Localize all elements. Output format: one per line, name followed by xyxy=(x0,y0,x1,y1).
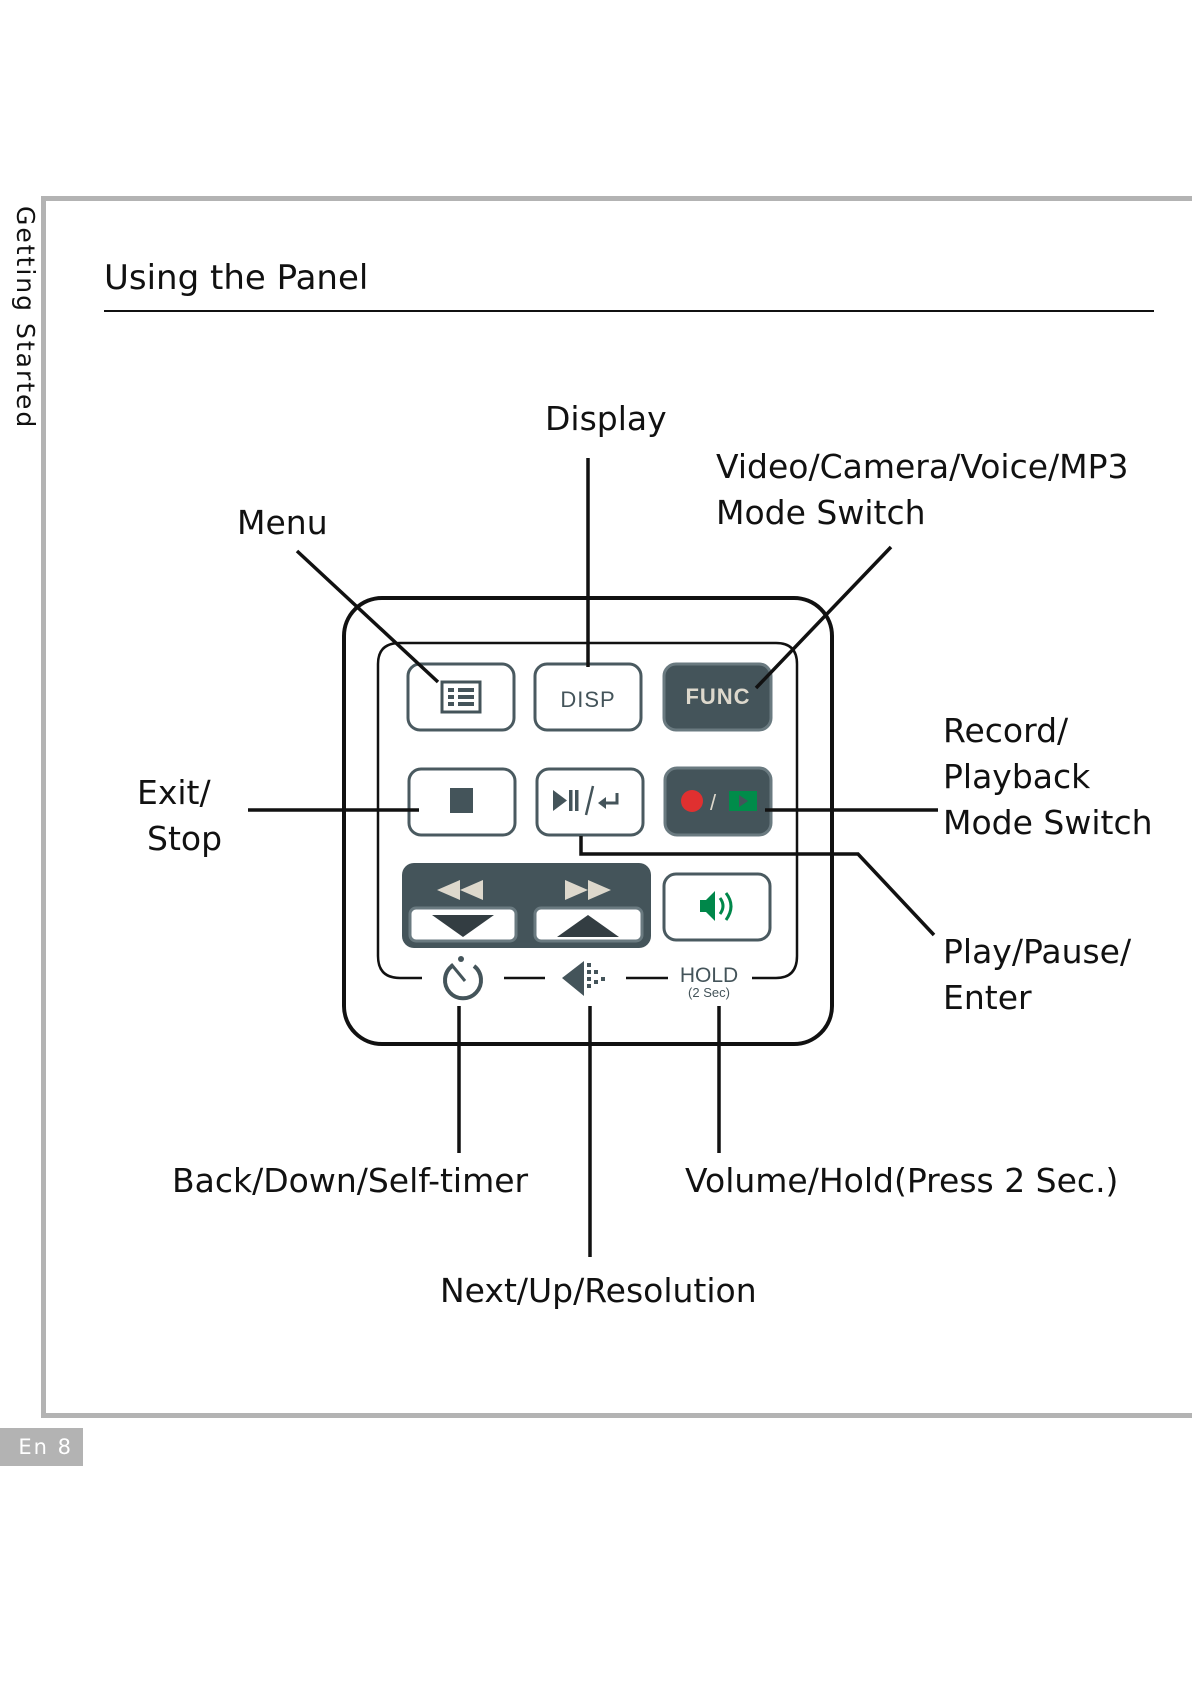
record-label-line2: Playback xyxy=(943,757,1091,796)
page-frame xyxy=(41,196,1192,1418)
play-pause-label-line2: Enter xyxy=(943,978,1032,1017)
page-number-badge: En 8 xyxy=(0,1428,83,1466)
mode-switch-leader xyxy=(754,545,893,690)
menu-label: Menu xyxy=(237,503,328,542)
menu-list-icon xyxy=(440,680,482,714)
record-separator: / xyxy=(710,790,717,815)
play-pause-label-line1: Play/Pause/ xyxy=(943,932,1132,971)
stop-square-icon xyxy=(450,788,473,813)
stop-button[interactable] xyxy=(407,767,517,837)
next-label: Next/Up/Resolution xyxy=(440,1271,757,1310)
record-dot-icon xyxy=(681,790,703,812)
down-triangle-icon xyxy=(432,915,494,937)
title-divider xyxy=(104,310,1154,312)
menu-button[interactable] xyxy=(406,662,516,732)
section-tab: Getting Started xyxy=(11,206,40,430)
record-playback-button[interactable]: / xyxy=(663,766,773,837)
speaker-icon xyxy=(700,891,733,921)
func-button[interactable]: FUNC xyxy=(662,662,773,732)
play-pause-leader xyxy=(579,836,936,937)
record-label-line3: Mode Switch xyxy=(943,803,1153,842)
up-triangle-icon xyxy=(557,915,619,937)
resolution-icon xyxy=(562,961,605,996)
back-label: Back/Down/Self-timer xyxy=(172,1161,529,1200)
fast-forward-icon xyxy=(565,880,588,900)
up-fast-forward-button[interactable] xyxy=(533,880,644,943)
record-label-line1: Record/ xyxy=(943,711,1069,750)
hold-sublabel: (2 Sec) xyxy=(688,985,730,1000)
page-title: Using the Panel xyxy=(104,258,369,298)
func-button-label: FUNC xyxy=(685,684,750,709)
mode-switch-label-line1: Video/Camera/Voice/MP3 xyxy=(716,447,1129,486)
self-timer-icon xyxy=(443,956,483,1001)
mode-switch-label-line2: Mode Switch xyxy=(716,493,926,532)
play-pause-enter-icon xyxy=(553,785,619,816)
menu-leader xyxy=(295,549,440,684)
rewind-icon xyxy=(437,880,460,900)
exit-label-line1: Exit/ xyxy=(137,773,211,812)
disp-button-label: DISP xyxy=(560,687,615,712)
playback-icon xyxy=(729,791,757,811)
hold-label: HOLD xyxy=(680,964,738,987)
play-pause-enter-button[interactable] xyxy=(535,767,645,837)
display-label: Display xyxy=(545,399,667,438)
down-rewind-button[interactable] xyxy=(408,880,518,943)
exit-label-line2: Stop xyxy=(147,819,223,858)
volume-label: Volume/Hold(Press 2 Sec.) xyxy=(685,1161,1119,1200)
volume-button[interactable] xyxy=(662,872,772,942)
disp-button[interactable]: DISP xyxy=(533,662,643,732)
